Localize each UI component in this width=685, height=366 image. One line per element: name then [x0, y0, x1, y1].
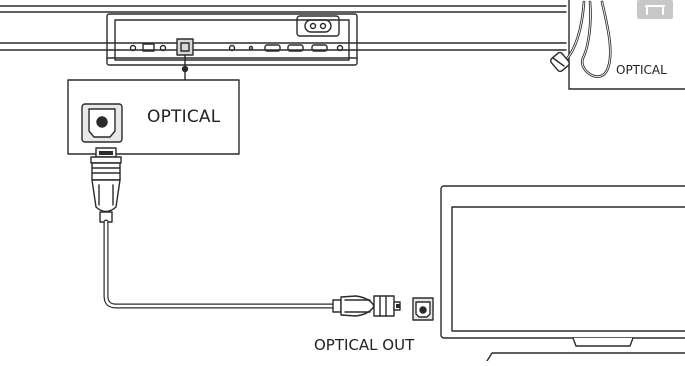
soundbar-optical-plug [90, 147, 122, 223]
coiled-cable-icon [550, 0, 612, 78]
tv-optical-plug [332, 295, 401, 317]
zoom-leader [181, 54, 189, 81]
cable-inset-label: OPTICAL [616, 63, 667, 77]
tv-optical-port-icon [412, 297, 434, 321]
tv-optical-out-label: OPTICAL OUT [314, 336, 415, 354]
wall-lines [0, 5, 567, 51]
soundbar [106, 13, 358, 66]
optical-port-icon [81, 103, 123, 143]
cable-badge-icon [637, 0, 673, 19]
power-socket-icon [296, 15, 340, 37]
cable-inset [550, 0, 685, 90]
tv [440, 185, 685, 362]
optical-port-callout [67, 79, 240, 155]
optical-cable [103, 219, 336, 309]
soundbar-ports [129, 38, 344, 56]
soundbar-optical-label: OPTICAL [147, 107, 221, 127]
